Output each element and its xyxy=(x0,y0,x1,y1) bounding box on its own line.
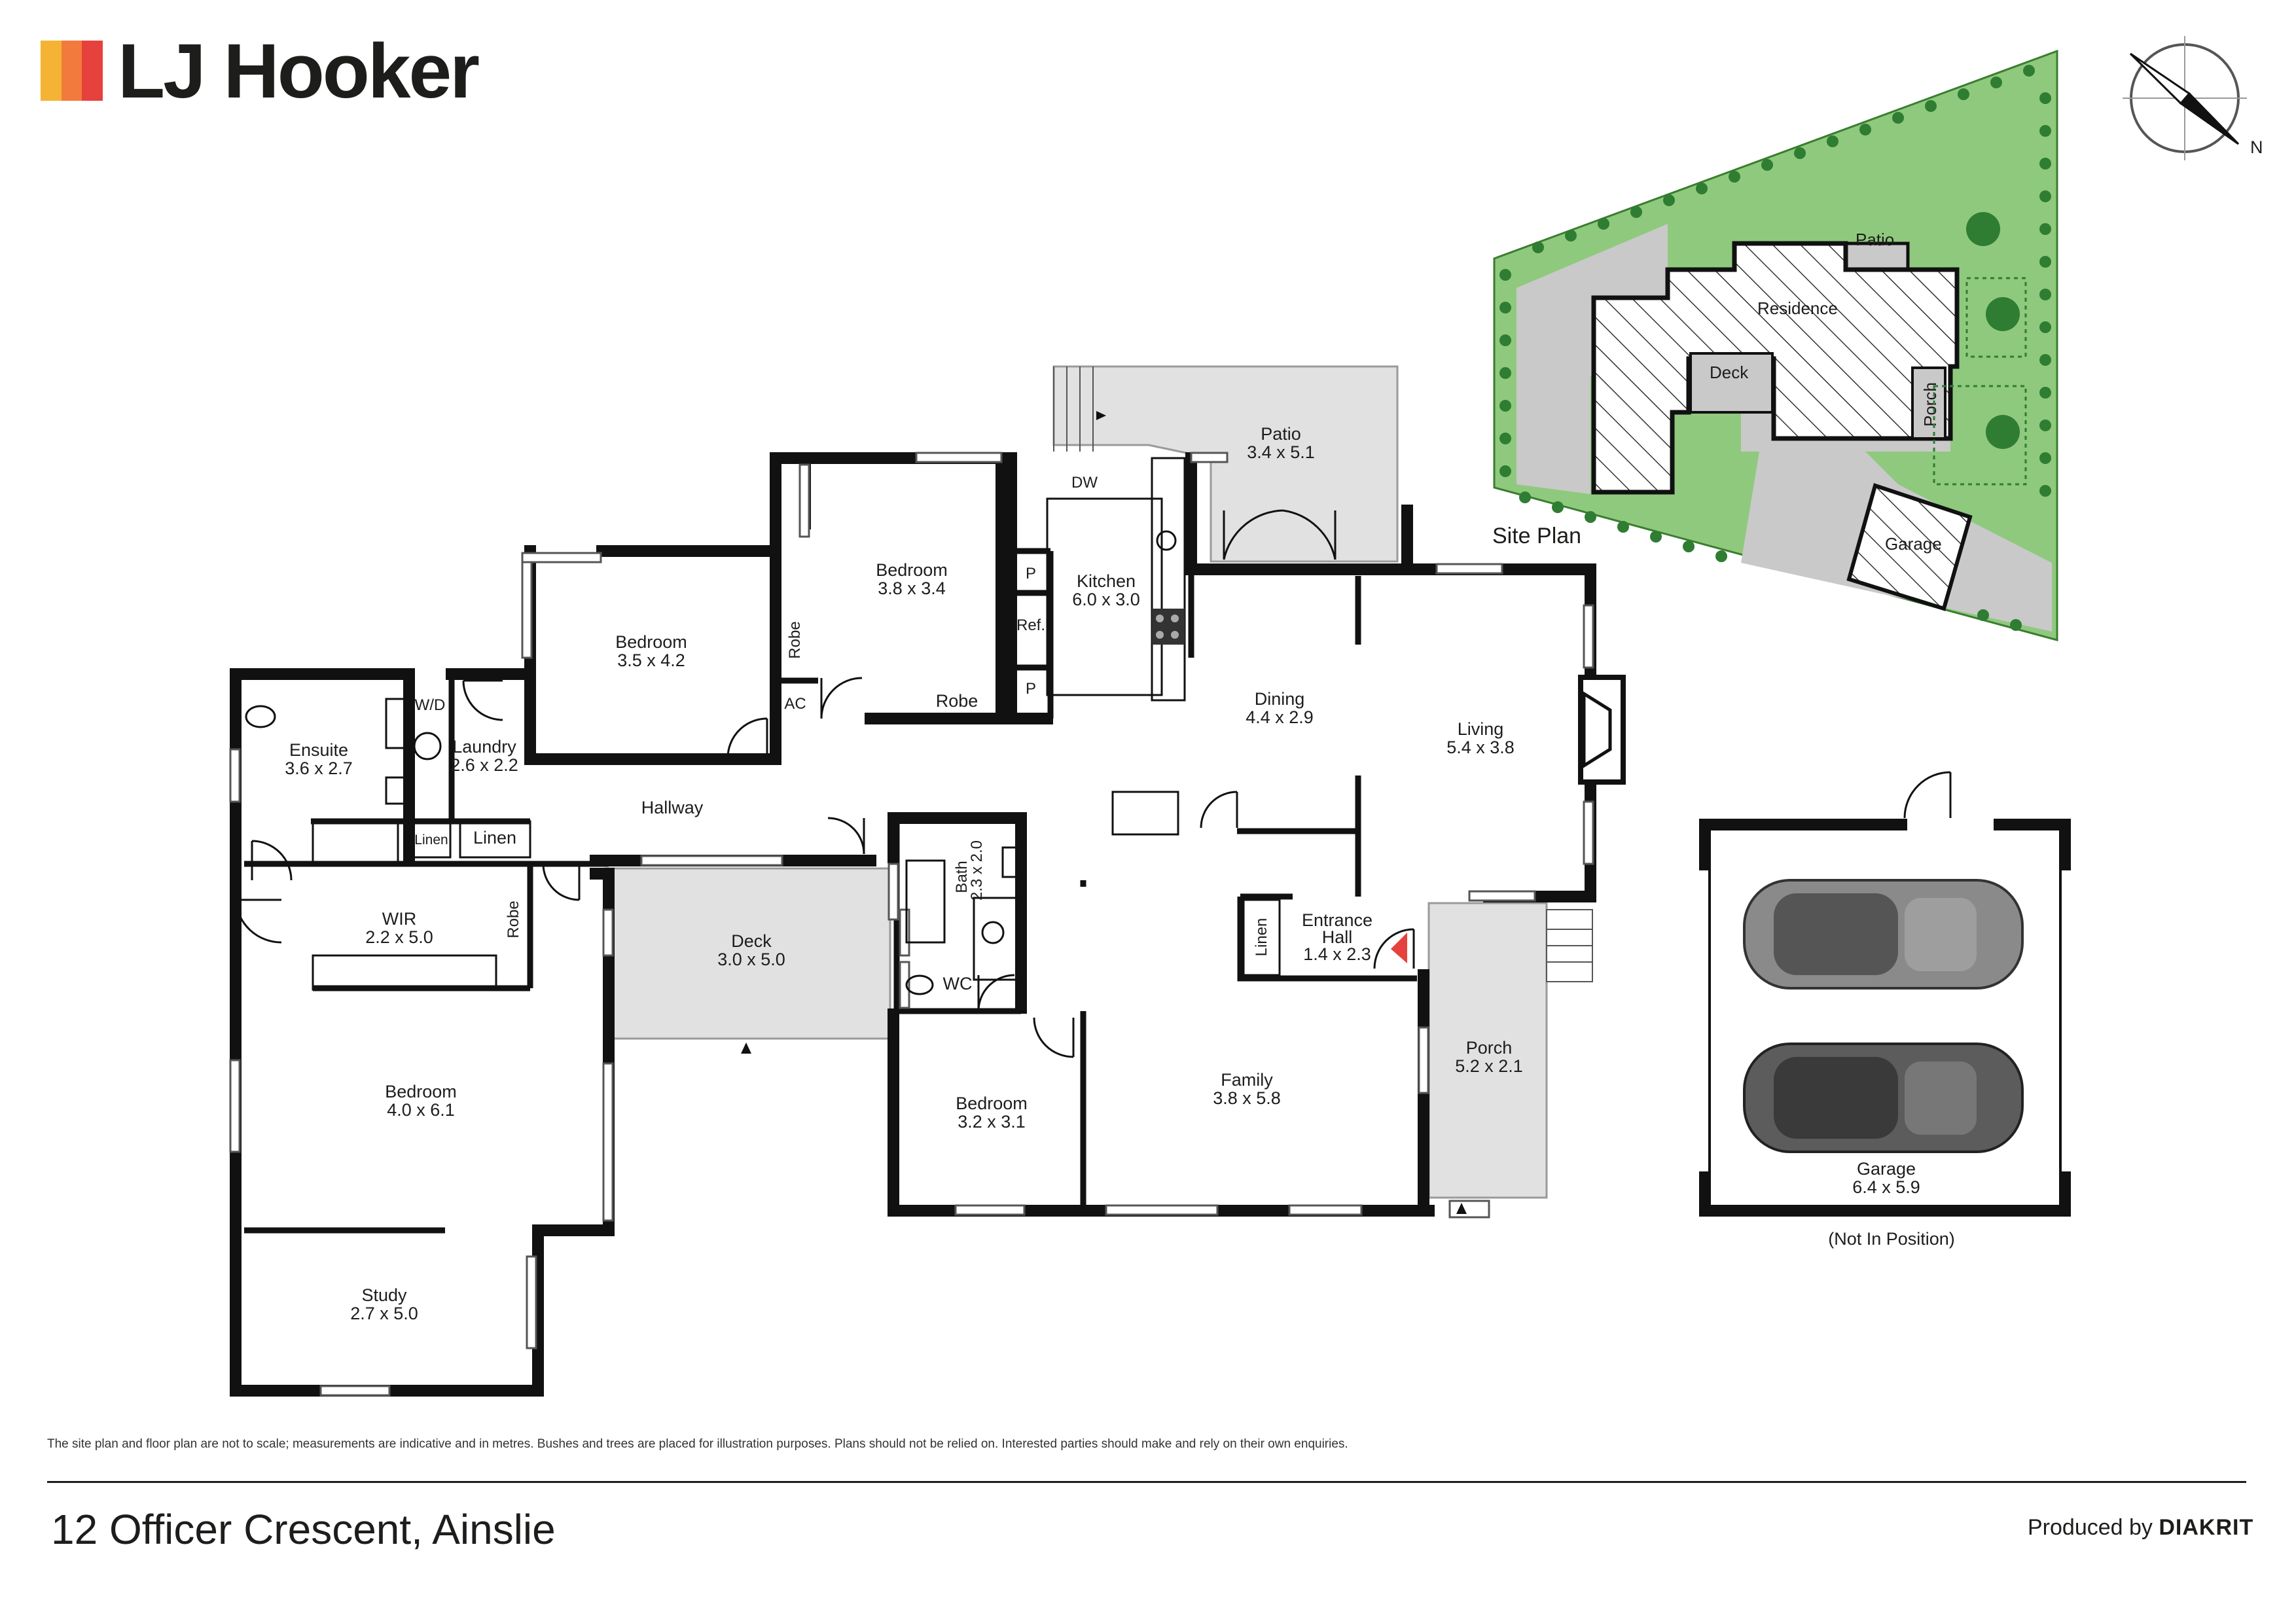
bath-name: Bath xyxy=(953,861,971,893)
kitchen-sink-icon xyxy=(1156,530,1177,551)
family-name: Family xyxy=(1221,1070,1273,1090)
entrance-hall-size: 1.4 x 2.3 xyxy=(1303,944,1371,964)
dining-name: Dining xyxy=(1255,689,1305,709)
garage-name: Garage xyxy=(1857,1159,1916,1179)
laundry-name: Laundry xyxy=(452,737,516,757)
site-patio-label: Patio xyxy=(1856,230,1894,249)
dishwasher-label: DW xyxy=(1071,474,1098,491)
garage-size: 6.4 x 5.9 xyxy=(1852,1177,1920,1197)
entrance-hall-name-2: Hall xyxy=(1322,927,1353,947)
footer-divider xyxy=(47,1481,2246,1483)
compass-icon: N xyxy=(2123,36,2263,160)
bedroom-s-size: 3.2 x 3.1 xyxy=(958,1112,1026,1132)
living-name: Living xyxy=(1458,719,1504,739)
washer-dryer-label: W/D xyxy=(415,696,446,714)
wc-label: WC xyxy=(943,974,973,993)
windows xyxy=(229,452,1594,1397)
site-porch-label: Porch xyxy=(1920,382,1940,427)
deck-entry-arrow xyxy=(741,1043,751,1054)
ensuite-size: 3.6 x 2.7 xyxy=(285,758,353,778)
porch-area xyxy=(1427,902,1548,1199)
ac-label: AC xyxy=(784,695,806,713)
deck-area xyxy=(604,867,891,1040)
living-size: 5.4 x 3.8 xyxy=(1446,738,1515,757)
patio-entry-arrow xyxy=(1096,411,1106,420)
fireplace-icon xyxy=(1578,675,1626,785)
study-size: 2.7 x 5.0 xyxy=(350,1304,418,1323)
bedroom-main-size: 4.0 x 6.1 xyxy=(387,1100,455,1120)
patio-name: Patio xyxy=(1261,424,1301,444)
bedroom-s-name: Bedroom xyxy=(956,1094,1028,1113)
hall-cabinet xyxy=(1111,791,1179,836)
robe-w-label: Robe xyxy=(505,901,522,938)
bedroom-n-name: Bedroom xyxy=(615,632,687,652)
kitchen-name: Kitchen xyxy=(1077,571,1136,591)
bedroom-ne-name: Bedroom xyxy=(876,560,948,580)
study-name: Study xyxy=(361,1285,407,1305)
porch-name: Porch xyxy=(1466,1038,1513,1058)
patio-steps xyxy=(1053,366,1094,452)
laundry-size: 2.6 x 2.2 xyxy=(450,755,518,775)
linen-small-label: Linen xyxy=(414,832,448,847)
linen-hall-label: Linen xyxy=(473,828,516,847)
porch-size: 5.2 x 2.1 xyxy=(1455,1056,1523,1076)
compass-north-label: N xyxy=(2250,137,2263,157)
kitchen-island xyxy=(1046,497,1163,696)
wir-name: WIR xyxy=(382,909,416,929)
bedroom-main-name: Bedroom xyxy=(385,1082,457,1101)
car-icon-bottom xyxy=(1743,1043,2024,1153)
cooktop-icon xyxy=(1152,609,1185,645)
bath-size: 2.3 x 2.0 xyxy=(968,840,986,901)
site-deck-label: Deck xyxy=(1710,363,1749,382)
garage-plan xyxy=(1699,819,2071,1217)
family-size: 3.8 x 5.8 xyxy=(1213,1088,1281,1108)
brand-name: LJ Hooker xyxy=(118,28,480,115)
patio-area xyxy=(1052,365,1399,563)
ensuite-name: Ensuite xyxy=(289,740,348,760)
site-plan: Patio Residence Deck Porch Garage xyxy=(1493,49,2058,641)
robe-n-label: Robe xyxy=(786,621,804,658)
linen-entry-label: Linen xyxy=(1253,918,1270,957)
bedroom-n-size: 3.5 x 4.2 xyxy=(617,651,685,670)
site-plan-title: Site Plan xyxy=(1492,524,1581,548)
logo-bar-orange xyxy=(61,41,82,101)
robe-ne-label: Robe xyxy=(936,691,978,711)
dining-size: 4.4 x 2.9 xyxy=(1246,707,1314,727)
porch-steps xyxy=(1546,909,1593,982)
patio-size: 3.4 x 5.1 xyxy=(1247,442,1315,462)
deck-name: Deck xyxy=(731,931,772,951)
wir-size: 2.2 x 5.0 xyxy=(365,927,433,947)
producer-credit: Produced by DIAKRIT xyxy=(2028,1515,2253,1541)
kitchen-bench xyxy=(1151,457,1186,702)
porch-entry-arrow xyxy=(1456,1203,1467,1214)
disclaimer-text: The site plan and floor plan are not to … xyxy=(47,1437,1348,1451)
kitchen-size: 6.0 x 3.0 xyxy=(1072,590,1140,609)
site-residence-label: Residence xyxy=(1757,298,1838,318)
property-address: 12 Officer Crescent, Ainslie xyxy=(51,1506,556,1553)
producer-prefix: Produced by xyxy=(2028,1515,2153,1540)
doors xyxy=(234,509,1952,1058)
garage-note: (Not In Position) xyxy=(1828,1229,1955,1249)
car-icon-top xyxy=(1743,879,2024,990)
producer-name: DIAKRIT xyxy=(2159,1515,2254,1540)
site-garage-label: Garage xyxy=(1885,534,1942,554)
deck-size: 3.0 x 5.0 xyxy=(717,950,785,969)
hallway-label: Hallway xyxy=(641,798,704,817)
logo-bar-red xyxy=(82,41,103,101)
pantry-label-2: P xyxy=(1026,680,1036,698)
logo-bar-yellow xyxy=(41,41,62,101)
lj-hooker-logo-mark xyxy=(41,41,103,101)
entry-marker-icon xyxy=(1391,933,1407,963)
porch-step xyxy=(1448,1200,1490,1219)
pantry-label-1: P xyxy=(1026,565,1036,582)
bathroom-fixtures xyxy=(245,698,1024,995)
entrance-hall-name: Entrance xyxy=(1302,910,1372,930)
fridge-label: Ref. xyxy=(1016,616,1045,634)
bedroom-ne-size: 3.8 x 3.4 xyxy=(878,579,946,598)
